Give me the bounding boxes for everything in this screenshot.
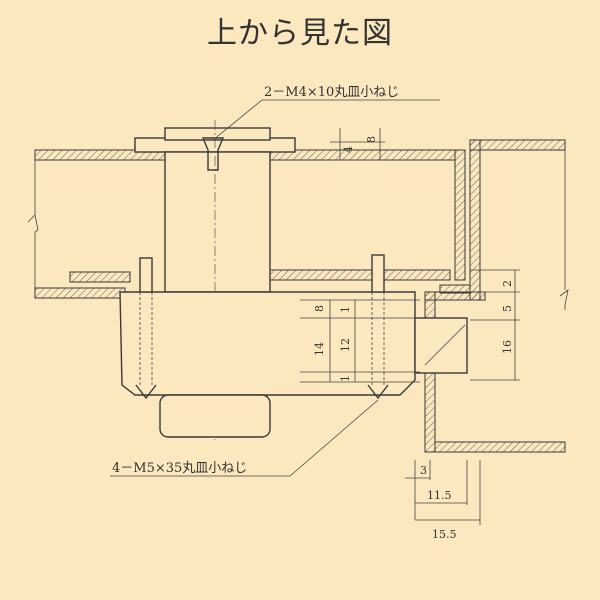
dim-4: 4 xyxy=(342,146,355,153)
dim-5: 5 xyxy=(501,305,514,312)
right-screw-head xyxy=(367,384,389,400)
upper-right-wall xyxy=(454,149,466,281)
dim-1-a: 1 xyxy=(339,306,352,313)
dim-8-mid: 8 xyxy=(313,305,326,312)
lower-plate-right xyxy=(269,269,451,281)
frame-step xyxy=(439,284,471,294)
dim-3: 3 xyxy=(420,464,427,477)
top-flange-cap xyxy=(164,127,271,141)
top-screw xyxy=(201,137,225,171)
bottom-screw-label: 4－M5×35丸皿小ねじ xyxy=(112,461,247,476)
lower-plate-left xyxy=(34,287,126,299)
top-screw-label: 2－M4×10丸皿小ねじ xyxy=(264,85,399,100)
dim-14: 14 xyxy=(313,342,326,356)
frame-bottom-plate xyxy=(434,441,566,453)
page-title: 上から見た図 xyxy=(207,16,393,51)
dim-12: 12 xyxy=(339,338,352,352)
outer-left-wall xyxy=(469,139,481,301)
bottom-leader xyxy=(289,399,379,477)
top-leader xyxy=(212,99,263,141)
lower-plate-step xyxy=(69,271,131,283)
lock-body xyxy=(119,291,416,396)
dim-15-5: 15.5 xyxy=(432,528,457,541)
left-stud xyxy=(139,257,153,293)
dim-16: 16 xyxy=(501,340,514,354)
lock-cylinder xyxy=(164,151,271,293)
dim-8-top: 8 xyxy=(365,136,378,143)
left-screw-head xyxy=(135,384,157,400)
dim-1-b: 1 xyxy=(339,375,352,382)
latch-bevel xyxy=(424,324,466,366)
right-break-line xyxy=(559,150,569,310)
outer-top-plate xyxy=(469,139,566,151)
dim-11-5: 11.5 xyxy=(427,489,452,502)
dim-2: 2 xyxy=(501,280,514,287)
left-break-line xyxy=(27,160,39,290)
latch-bolt xyxy=(414,317,468,374)
right-dimensions xyxy=(300,128,520,525)
right-stud xyxy=(371,254,385,293)
bottom-knob xyxy=(159,394,271,438)
